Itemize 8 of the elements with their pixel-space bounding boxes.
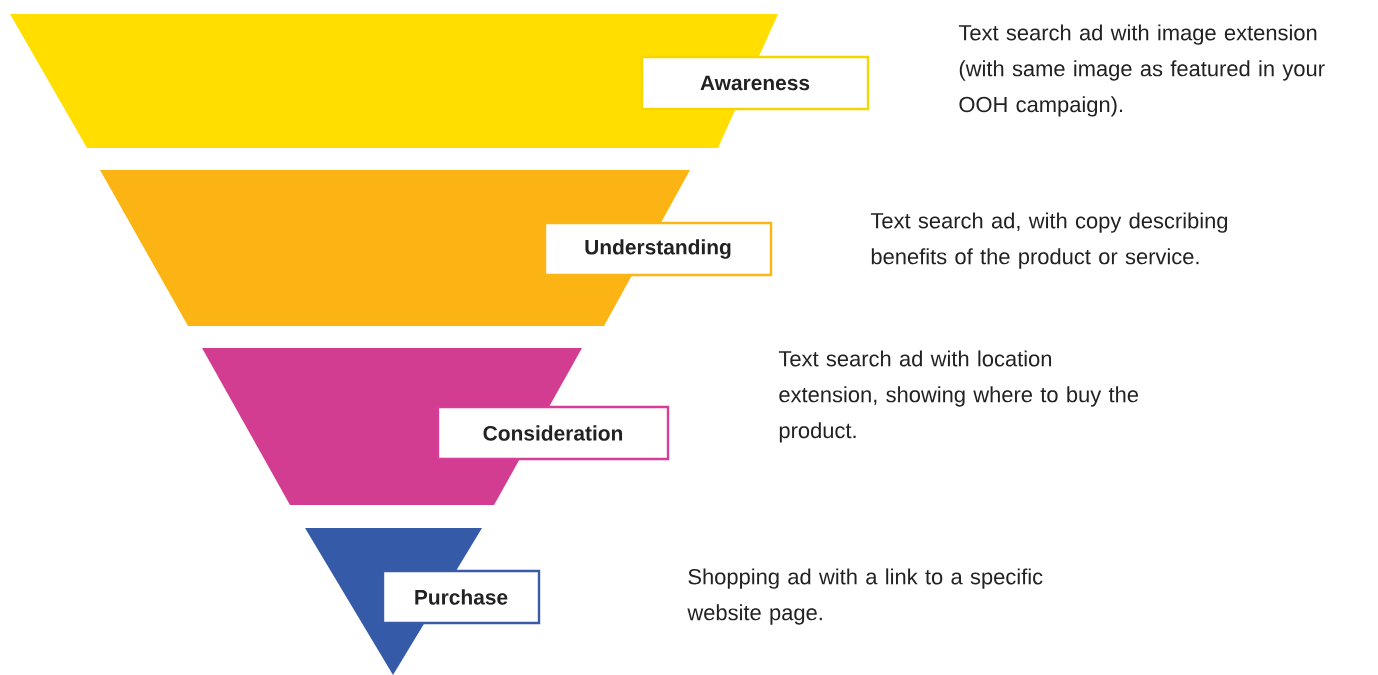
- description-text: Text search ad, with copy describing benefits of the product or service.: [870, 212, 1228, 269]
- description-text: Text search ad with location extension, showing where to buy the product.: [778, 350, 1138, 443]
- stage-label-box: Awareness: [640, 55, 870, 111]
- description-text: Text search ad with image extension (with same image as featured in your OOH campaign).: [958, 24, 1325, 117]
- stage-label-box: Understanding: [543, 221, 773, 277]
- stage-label-box: Consideration: [436, 405, 670, 461]
- stage-label-box: Purchase: [381, 569, 541, 625]
- description-text: Shopping ad with a link to a specific website page.: [687, 568, 1043, 625]
